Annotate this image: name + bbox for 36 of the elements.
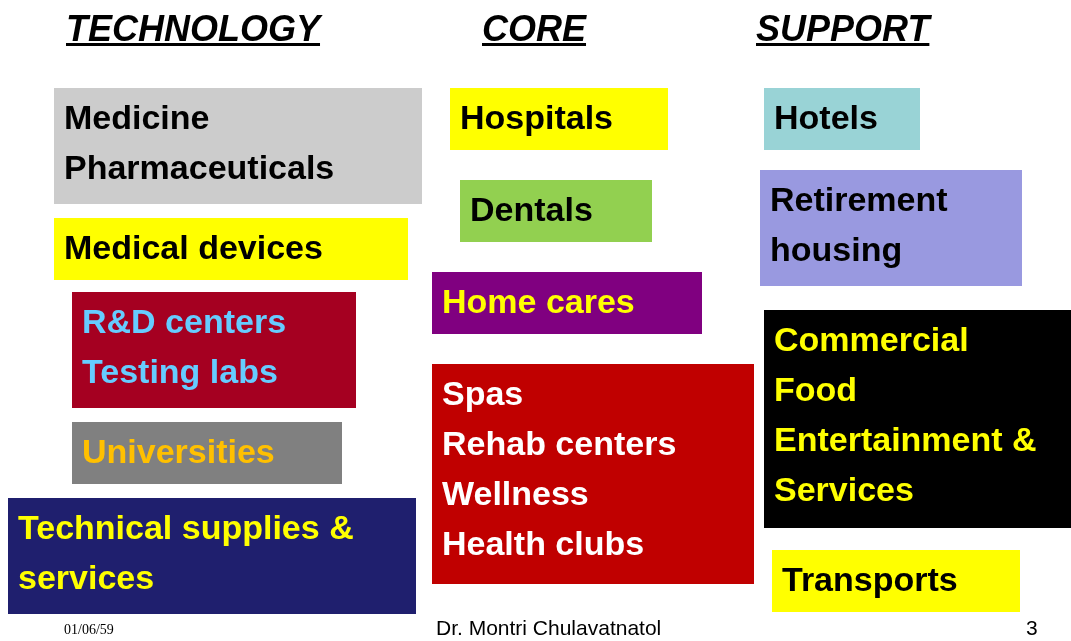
category-box <box>450 88 668 150</box>
date-text: 01/06/59 <box>64 622 114 638</box>
category-box <box>54 88 422 204</box>
category-box <box>764 310 1071 528</box>
category-text: Testing labs <box>82 351 279 392</box>
category-text: Wellness <box>442 473 590 514</box>
category-text: Dentals <box>470 189 594 230</box>
category-box <box>432 272 702 334</box>
category-text: Medical devices <box>64 227 324 268</box>
category-text: Universities <box>82 431 276 472</box>
category-box <box>772 550 1020 612</box>
category-text: Hotels <box>774 97 879 138</box>
category-text: Technical supplies & services <box>18 507 355 598</box>
category-text: Commercial Food Entertainment & Services <box>774 319 1038 510</box>
category-text: Home cares <box>442 281 636 322</box>
category-text: Health clubs <box>442 523 646 564</box>
category-box <box>72 422 342 484</box>
column-heading: CORE <box>482 8 586 50</box>
category-text: Spas <box>442 373 525 414</box>
column-heading: SUPPORT <box>756 8 930 50</box>
category-box <box>764 88 920 150</box>
category-text: Retirement housing <box>770 179 949 270</box>
category-text: Rehab centers <box>442 423 678 464</box>
category-box <box>432 364 754 584</box>
category-text: Medicine <box>64 97 211 138</box>
category-text: Pharmaceuticals <box>64 147 336 188</box>
category-box <box>72 292 356 408</box>
category-text: Transports <box>782 559 959 600</box>
author-name: Dr. Montri Chulavatnatol <box>436 616 662 640</box>
category-text: Hospitals <box>460 97 615 138</box>
page-number: 3 <box>1026 616 1038 640</box>
category-box <box>54 218 408 280</box>
category-box <box>760 170 1022 286</box>
category-box <box>8 498 416 614</box>
category-text: R&D centers <box>82 301 288 342</box>
category-box <box>460 180 652 242</box>
